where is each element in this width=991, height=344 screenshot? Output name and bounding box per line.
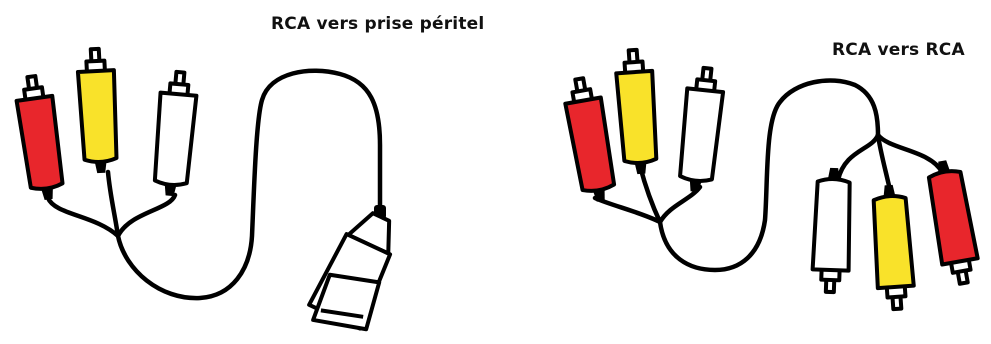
rca-to-rca-cable bbox=[562, 49, 982, 310]
red-wire-right bbox=[878, 135, 942, 172]
red-wire bbox=[48, 198, 118, 236]
yellow-rca-plug-icon bbox=[77, 48, 119, 174]
yellow-rca-plug-icon-right bbox=[871, 184, 916, 310]
red-rca-plug-icon bbox=[14, 74, 67, 202]
white-wire bbox=[118, 195, 175, 236]
rca-to-scart-cable bbox=[14, 48, 412, 342]
yellow-rca-plug-icon-left bbox=[615, 49, 660, 175]
red-rca-plug-icon-left bbox=[562, 76, 619, 204]
yellow-wire bbox=[108, 172, 118, 236]
red-rca-plug-icon-right bbox=[925, 158, 982, 286]
white-wire-right bbox=[838, 135, 878, 180]
white-rca-plug-icon-right bbox=[812, 167, 852, 292]
white-rca-plug-icon-left bbox=[677, 66, 726, 193]
scart-plug-icon bbox=[304, 205, 412, 342]
white-wire-left bbox=[660, 187, 700, 222]
white-rca-plug-icon bbox=[152, 71, 199, 198]
